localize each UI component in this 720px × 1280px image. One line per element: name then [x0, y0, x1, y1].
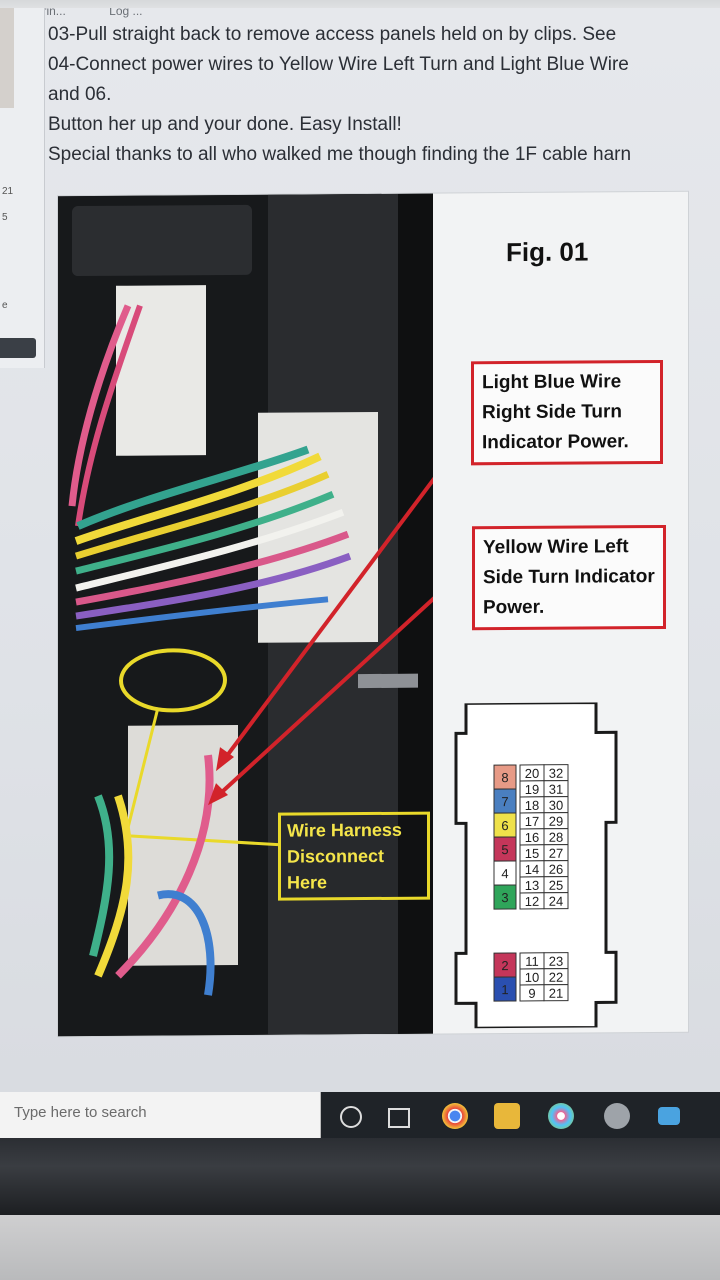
- sidebar-button[interactable]: [0, 338, 36, 358]
- pin-19-label: 19: [525, 782, 539, 797]
- instruction-line: 04-Connect power wires to Yellow Wire Le…: [48, 54, 629, 75]
- pin-14-label: 14: [525, 862, 539, 877]
- pin-11-label: 11: [525, 954, 538, 969]
- wire-purple: [75, 552, 352, 620]
- wire-teal: [76, 445, 310, 530]
- wire-bottom-yellow: [94, 794, 133, 978]
- search-input[interactable]: Type here to search: [14, 1104, 147, 1121]
- pin-10-label: 10: [525, 970, 539, 985]
- instruction-line: Special thanks to all who walked me thou…: [48, 144, 632, 165]
- wire-bottom-pink: [115, 754, 214, 979]
- pin-28-label: 28: [549, 830, 563, 845]
- pin-24-label: 24: [549, 894, 563, 909]
- pin-3-label: 3: [501, 890, 508, 905]
- white-connector-top: [116, 285, 206, 456]
- log-link[interactable]: Log ...: [109, 8, 143, 18]
- pin-20-label: 20: [525, 766, 539, 781]
- pin-32-label: 32: [549, 766, 563, 781]
- pin-16-label: 16: [525, 830, 539, 845]
- pin-31-label: 31: [549, 782, 563, 797]
- white-connector-mid: [258, 411, 378, 643]
- pin-9-label: 9: [528, 986, 535, 1001]
- connector-clip-highlight: [119, 648, 227, 713]
- task-view-icon[interactable]: [340, 1106, 362, 1128]
- pin-27-label: 27: [549, 846, 563, 861]
- wire-yellow: [74, 452, 322, 545]
- wire-bottom-blue: [157, 890, 215, 996]
- pin-24-cell: [543, 892, 569, 910]
- arrow-yellow-head: [208, 783, 228, 806]
- pin-13-label: 13: [525, 878, 539, 893]
- pin-2-label: 2: [501, 958, 508, 973]
- sidebar-number: 21: [2, 186, 14, 197]
- wire-blue: [75, 596, 329, 632]
- pin-26-label: 26: [549, 862, 563, 877]
- arrow-yellow-wire: [211, 563, 433, 802]
- pin-8-label: 8: [501, 770, 508, 785]
- browser-screen: e: We Brin... Log ... 21 5 e 03-Pull str…: [0, 8, 720, 1138]
- wire-white: [75, 508, 345, 592]
- highlight-line-a: [124, 707, 160, 837]
- arrow-blue-wire: [218, 432, 433, 767]
- pin-6-label: 6: [501, 818, 508, 833]
- pin-21-label: 21: [549, 986, 563, 1001]
- sidebar-char-2: e: [2, 300, 8, 311]
- pin-5-label: 5: [501, 842, 508, 857]
- pin-30-label: 30: [549, 798, 563, 813]
- pin-29-label: 29: [549, 814, 563, 829]
- pin-22-label: 22: [549, 970, 563, 985]
- pin-1-label: 1: [501, 982, 508, 997]
- pin-3-cell: [493, 884, 517, 910]
- chrome-icon[interactable]: [442, 1103, 468, 1129]
- pin-21-cell: [543, 984, 569, 1002]
- taskbar-search[interactable]: Type here to search: [0, 1092, 321, 1138]
- pin-25-label: 25: [549, 878, 563, 893]
- wire-bottom-green: [89, 794, 114, 957]
- wire-pink-3: [75, 530, 350, 606]
- app-icon[interactable]: [604, 1103, 630, 1129]
- left-sidebar: 21 5 e: [0, 8, 45, 368]
- wire-yellow-2: [74, 471, 330, 560]
- instruction-line: and 06.: [48, 84, 112, 105]
- pin-12-label: 12: [525, 894, 539, 909]
- sidebar-char: 5: [2, 212, 8, 223]
- instruction-text: 03-Pull straight back to remove access p…: [48, 20, 720, 170]
- chrome-bar: [358, 673, 418, 689]
- desk-surface: [0, 1215, 720, 1280]
- pin-grid: 8765432019181716151413123231302928272625…: [493, 764, 569, 1002]
- file-explorer-icon[interactable]: [494, 1103, 520, 1129]
- figure-title: Fig. 01: [506, 236, 589, 268]
- wiring-figure: Fig. 01 Light Blue Wire Right Side Turn …: [58, 191, 688, 1037]
- instruction-line: 03-Pull straight back to remove access p…: [48, 24, 617, 45]
- window-icon[interactable]: [658, 1107, 680, 1125]
- wire-pink-2: [75, 304, 143, 527]
- paint-icon[interactable]: [548, 1103, 574, 1129]
- wire-pink: [68, 304, 132, 507]
- connector-pinout-diagram: 8765432019181716151413123231302928272625…: [454, 702, 618, 1029]
- cortana-icon[interactable]: [388, 1108, 410, 1128]
- sidebar-image: [0, 8, 14, 108]
- instruction-line: Button her up and your done. Easy Instal…: [48, 114, 402, 135]
- pin-18-label: 18: [525, 798, 539, 813]
- harness-photo: [58, 193, 433, 1037]
- light-blue-wire-label: Light Blue Wire Right Side Turn Indicato…: [471, 359, 663, 466]
- harness-disconnect-label: Wire Harness Disconnect Here: [278, 811, 430, 901]
- wire-green: [75, 491, 335, 575]
- pin-17-label: 17: [525, 814, 539, 829]
- yellow-wire-label: Yellow Wire Left Side Turn Indicator Pow…: [472, 524, 666, 631]
- pin-23-label: 23: [549, 954, 563, 969]
- arrow-blue-head: [216, 747, 234, 772]
- connector-housing-top: [72, 204, 252, 277]
- pin-15-label: 15: [525, 846, 539, 861]
- pin-7-label: 7: [501, 794, 508, 809]
- pin-4-label: 4: [501, 866, 508, 881]
- pin-1-cell: [493, 976, 517, 1002]
